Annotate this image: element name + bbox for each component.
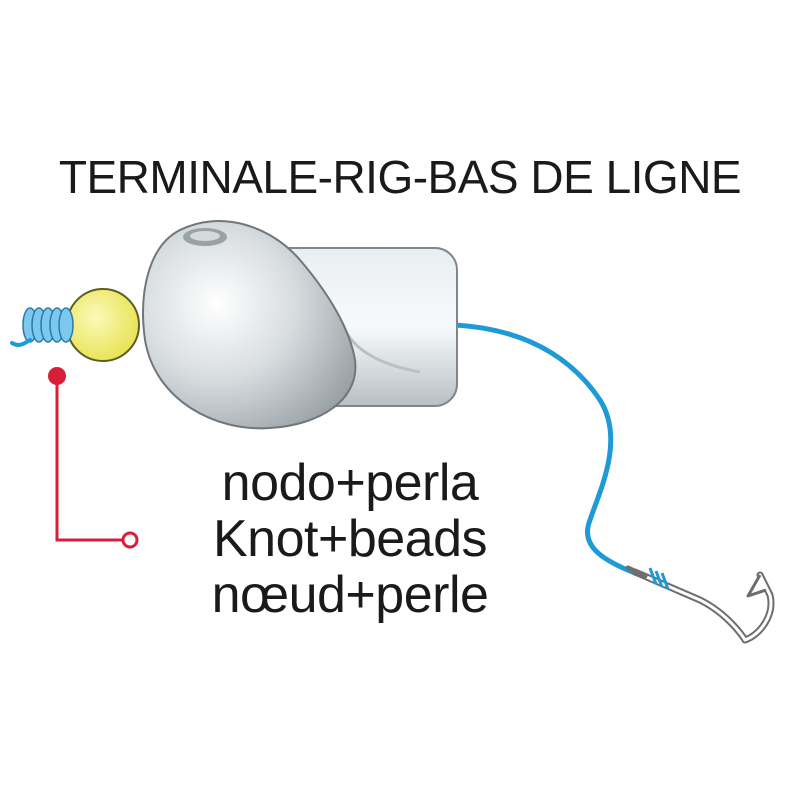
component-labels: nodo+perla Knot+beads nœud+perle: [150, 455, 550, 623]
fishing-line-icon: [452, 322, 643, 578]
label-italian: nodo+perla: [221, 454, 479, 512]
bead-icon: [66, 288, 140, 362]
sinker-weight-icon: [142, 220, 458, 430]
label-french: nœud+perle: [211, 566, 489, 624]
label-english: Knot+beads: [212, 510, 488, 568]
knot-icon: [22, 307, 74, 343]
fish-hook-icon: [625, 565, 775, 644]
callout-pointer-icon: [48, 367, 139, 549]
diagram-title: TERMINALE-RIG-BAS DE LIGNE: [58, 151, 742, 203]
